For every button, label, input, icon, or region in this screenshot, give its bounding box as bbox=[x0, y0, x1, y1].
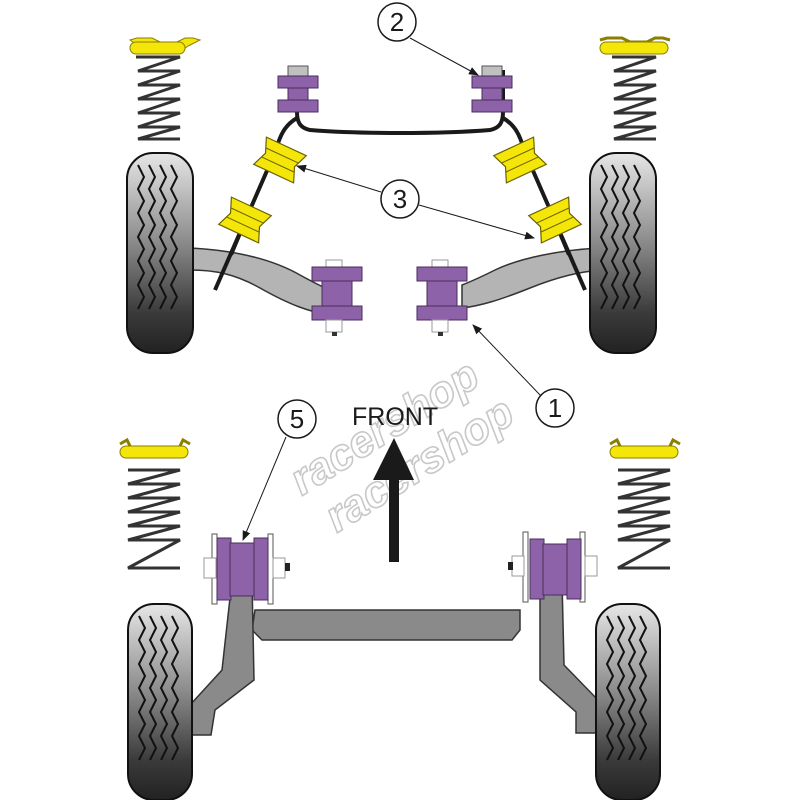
axle-mount-bush-left bbox=[311, 259, 363, 336]
front-mount-bush-left bbox=[203, 533, 290, 605]
tyre-bottom-right bbox=[595, 603, 661, 800]
tyre-bottom-left bbox=[127, 603, 193, 800]
callout-label-1: 1 bbox=[548, 393, 562, 423]
callout-label-5: 5 bbox=[290, 404, 304, 434]
front-axle-assembly bbox=[119, 437, 681, 800]
yellow-bush-lower-left bbox=[217, 196, 273, 244]
drop-link-bush-right bbox=[471, 65, 513, 113]
rear-axle-assembly bbox=[126, 36, 671, 354]
callout-5: 5 bbox=[242, 399, 317, 541]
callout-3: 3 bbox=[296, 164, 535, 240]
front-arm-left bbox=[189, 579, 255, 736]
tyre-top-right bbox=[589, 152, 657, 354]
callout-1: 1 bbox=[472, 324, 575, 428]
rear-arm-left bbox=[189, 247, 331, 316]
axle-mount-bush-right bbox=[416, 259, 468, 336]
front-direction-indicator: FRONT bbox=[352, 403, 438, 562]
spring-coils-bottom-left bbox=[127, 468, 181, 570]
rear-arm-right bbox=[461, 247, 601, 309]
spring-coils-bottom-right bbox=[617, 468, 671, 570]
spring-bottom-left bbox=[119, 437, 191, 570]
spring-coils-top-right bbox=[612, 55, 657, 141]
watermark: racershop racershop bbox=[280, 350, 523, 543]
front-arrow-icon bbox=[373, 438, 414, 562]
callout-label-2: 2 bbox=[390, 7, 404, 37]
front-arm-right bbox=[539, 579, 599, 734]
callout-label-3: 3 bbox=[393, 184, 407, 214]
yellow-bush-upper-right bbox=[492, 136, 548, 184]
spring-top-right bbox=[599, 36, 671, 141]
front-label: FRONT bbox=[352, 403, 438, 431]
callout-2: 2 bbox=[377, 2, 479, 76]
front-beam bbox=[251, 609, 521, 641]
yellow-bush-lower-right bbox=[527, 196, 583, 244]
tyre-top-left bbox=[126, 152, 194, 354]
spring-top-left bbox=[128, 37, 202, 141]
yellow-bush-upper-left bbox=[252, 136, 308, 184]
spring-coils-top-left bbox=[136, 55, 181, 141]
drop-link-bush-left bbox=[277, 65, 319, 113]
front-mount-bush-right bbox=[508, 531, 598, 603]
spring-bottom-right bbox=[609, 437, 681, 570]
